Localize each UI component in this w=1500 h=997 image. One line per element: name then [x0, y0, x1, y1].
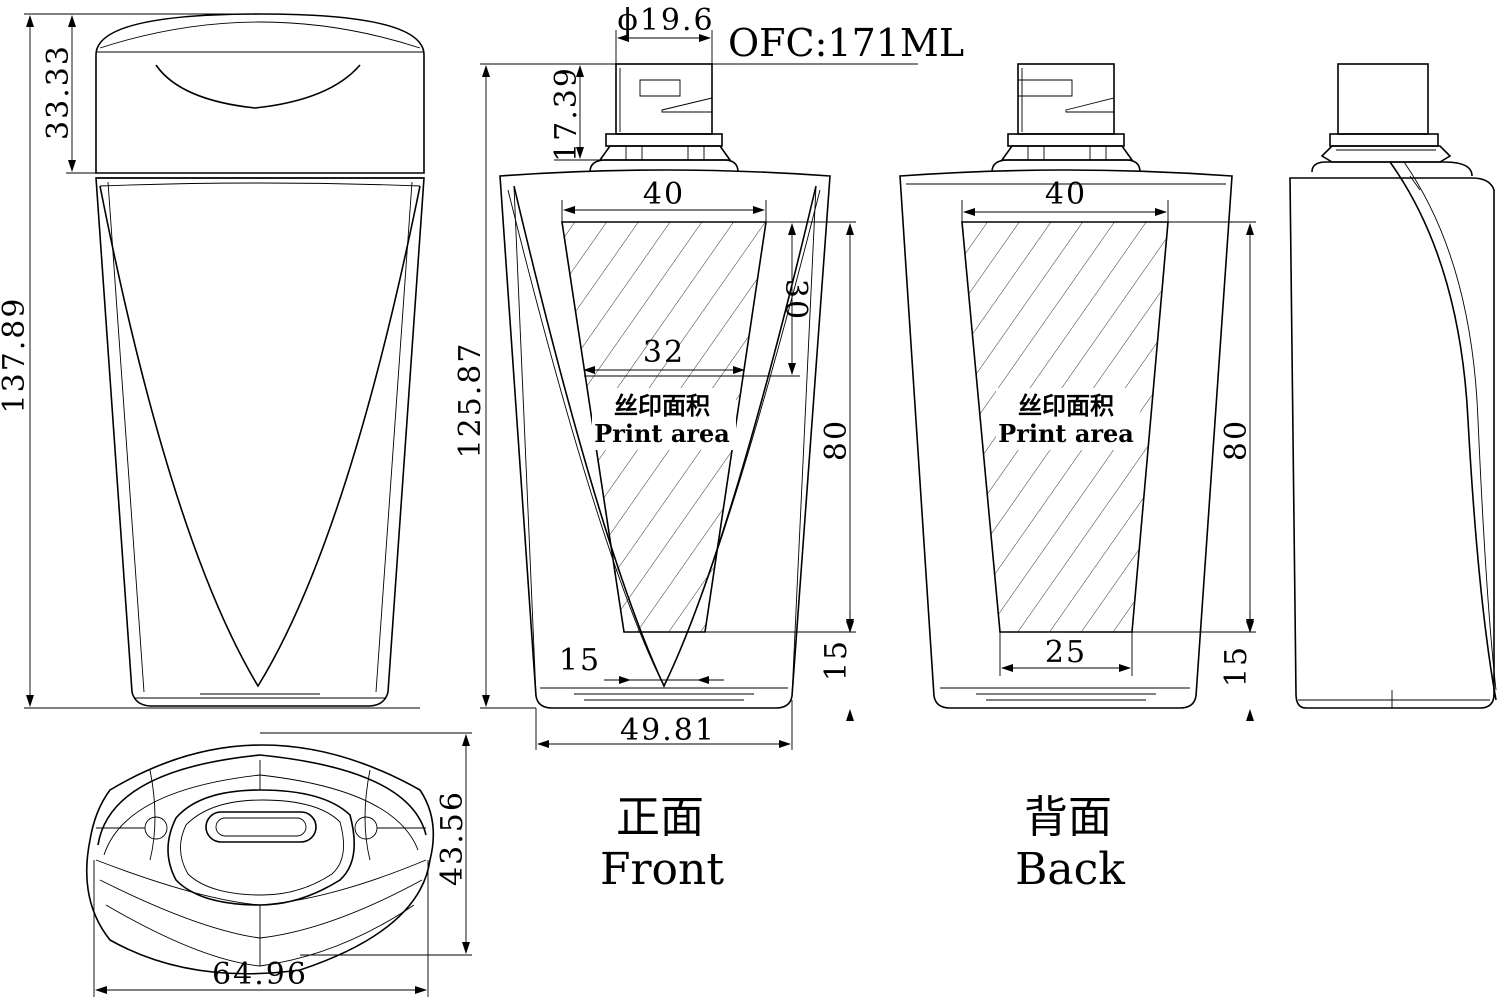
back-view: 丝印面积 Print area 40 25 80 15 背面 Back — [899, 63, 1256, 895]
front-caption-cn: 正面 — [616, 792, 704, 843]
back-caption-cn: 背面 — [1024, 792, 1112, 843]
top-view-depth-dim: 43.56 — [435, 790, 470, 886]
side-view — [1289, 63, 1497, 709]
front-upper-height-dim: 30 — [778, 279, 813, 321]
front-bottom-margin-dim: 15 — [819, 639, 854, 681]
front-print-label-en: Print area — [594, 419, 730, 448]
front-caption-en: Front — [600, 844, 724, 895]
back-print-label-en: Print area — [998, 419, 1134, 448]
front-view: 丝印面积 Print area 40 32 30 80 15 15 ϕ19.6 … — [453, 3, 964, 895]
back-bottom-margin-dim: 15 — [1219, 645, 1254, 687]
side-view-with-cap: 137.89 33.33 — [0, 13, 425, 709]
front-width-dim: 49.81 — [620, 713, 716, 748]
capacity-label: OFC:171ML — [728, 21, 964, 65]
front-height-dim: 80 — [819, 419, 854, 461]
front-top-width-dim: 40 — [643, 177, 685, 212]
back-top-width-dim: 40 — [1045, 177, 1087, 212]
neck-diameter-dim: ϕ19.6 — [617, 3, 714, 38]
back-height-dim: 80 — [1219, 419, 1254, 461]
front-bottom-width-dim: 15 — [559, 643, 601, 678]
front-print-label-cn: 丝印面积 — [614, 391, 710, 420]
neck-height-dim: 17.39 — [549, 66, 584, 162]
body-height-dim: 125.87 — [453, 342, 488, 459]
overall-height-dim: 137.89 — [0, 297, 32, 414]
top-view-width-dim: 64.96 — [212, 957, 308, 992]
back-bottom-width-dim: 25 — [1045, 635, 1087, 670]
front-mid-width-dim: 32 — [643, 335, 685, 370]
top-view: 43.56 64.96 — [85, 732, 472, 997]
back-caption-en: Back — [1015, 844, 1125, 895]
back-print-label-cn: 丝印面积 — [1018, 391, 1114, 420]
cap-height-dim: 33.33 — [41, 44, 76, 140]
